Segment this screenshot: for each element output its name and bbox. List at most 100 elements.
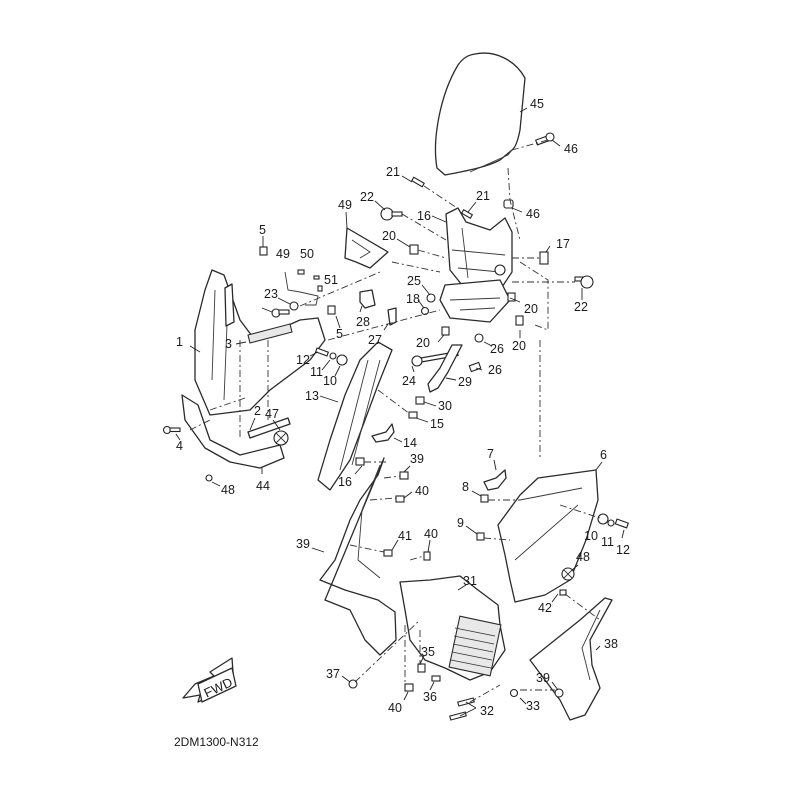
callout-9: 9	[457, 516, 464, 530]
callout-35: 37	[326, 667, 340, 681]
nut-part-26-b[interactable]	[474, 333, 484, 343]
callouts: 45 46 46 21 21 22 16 49 20 17 22 5 49 50…	[175, 97, 630, 718]
assembly-lines	[189, 139, 604, 703]
bracket-part-28[interactable]	[359, 289, 376, 309]
callout-39-a: 39	[410, 452, 424, 466]
part-14[interactable]	[371, 423, 395, 443]
callout-39-c: 40	[388, 701, 402, 715]
callout-12-right: 12	[616, 543, 630, 557]
side-cover-part-6[interactable]	[497, 469, 599, 603]
callout-12-left: 12	[296, 353, 310, 367]
windshield-part-41[interactable]	[434, 52, 526, 176]
part-49-a[interactable]	[297, 269, 305, 275]
callout-37: 39	[536, 671, 550, 685]
callout-29: 29	[458, 375, 472, 389]
callout-36: 38	[604, 637, 618, 651]
nut-part-37[interactable]	[554, 688, 564, 698]
callout-4: 4	[176, 439, 183, 453]
collar-part-23[interactable]	[289, 301, 299, 311]
cover-part-47[interactable]	[344, 227, 389, 269]
part-7[interactable]	[483, 469, 507, 491]
fastener-part-45[interactable]	[205, 474, 213, 482]
panel-part-38[interactable]	[319, 457, 397, 656]
callout-18: 17	[556, 237, 570, 251]
panel-part-13[interactable]	[317, 341, 393, 491]
nut-part-26-a[interactable]	[426, 293, 436, 303]
stay-part-29[interactable]	[427, 344, 463, 393]
clip-part-15[interactable]	[408, 411, 418, 419]
bolt-part-12-right[interactable]	[614, 518, 630, 529]
clip-part-39-c[interactable]	[404, 683, 414, 692]
callout-45: 48	[221, 483, 235, 497]
callout-14: 14	[403, 436, 417, 450]
callout-40-c: 42	[538, 601, 552, 615]
part-3[interactable]	[224, 283, 235, 327]
collar-part-10-left[interactable]	[336, 354, 348, 366]
bolt-part-21-right[interactable]	[460, 209, 474, 219]
callout-47: 49	[338, 198, 352, 212]
clip-part-40-c[interactable]	[559, 589, 567, 596]
bolt-part-19[interactable]	[420, 306, 430, 316]
part-44[interactable]	[181, 394, 285, 469]
callout-3: 3	[225, 337, 232, 351]
side-cover-part-36[interactable]	[529, 597, 613, 721]
clip-part-9[interactable]	[476, 532, 485, 541]
collar-part-11-right[interactable]	[607, 519, 615, 527]
clip-part-39-a[interactable]	[399, 471, 409, 480]
stay-bracket[interactable]	[439, 279, 511, 323]
screw-part-22-right[interactable]	[574, 275, 594, 289]
clip-part-39-b[interactable]	[423, 551, 431, 561]
inner-panel-part-31[interactable]	[399, 575, 506, 681]
grommet-part-46-left[interactable]	[273, 430, 289, 446]
clip-part-5-a[interactable]	[259, 246, 268, 256]
clip-part-20-d[interactable]	[515, 315, 524, 326]
collar-part-34-a[interactable]	[417, 663, 426, 673]
callout-2: 2	[254, 404, 261, 418]
clip-part-20-a[interactable]	[409, 244, 419, 255]
callout-22-left: 22	[360, 190, 374, 204]
clip-part-20-b[interactable]	[507, 292, 516, 302]
clip-part-18[interactable]	[539, 251, 549, 265]
part-25[interactable]	[468, 361, 482, 373]
callout-20-c: 20	[416, 336, 430, 350]
bracket-part-17[interactable]	[445, 207, 513, 301]
bolt-part-21-left[interactable]	[411, 176, 425, 188]
bracket-part-48[interactable]	[284, 271, 319, 306]
callout-23: 23	[264, 287, 278, 301]
grille	[448, 615, 502, 677]
callout-49-b: 51	[324, 273, 338, 287]
collar-part-11-left[interactable]	[329, 352, 337, 360]
grommet-part-46-right[interactable]	[561, 567, 575, 581]
clip-part-20-c[interactable]	[441, 326, 450, 336]
callout-15: 15	[430, 417, 444, 431]
screw-part-32-b[interactable]	[449, 711, 467, 721]
clip-part-40-b[interactable]	[383, 549, 393, 557]
callout-49-a: 50	[300, 247, 314, 261]
callout-8: 8	[462, 480, 469, 494]
part-50[interactable]	[313, 275, 320, 280]
nut-part-33[interactable]	[509, 688, 519, 698]
part-49-b[interactable]	[317, 285, 323, 292]
bolt-part-51[interactable]	[271, 308, 290, 318]
callout-6: 6	[600, 448, 607, 462]
callout-13: 13	[305, 389, 319, 403]
clip-part-5-b[interactable]	[327, 305, 336, 315]
rubber-strip[interactable]	[247, 323, 293, 344]
clip-part-8[interactable]	[480, 494, 489, 503]
callout-40-a: 40	[415, 484, 429, 498]
clip-part-30[interactable]	[415, 396, 425, 405]
callout-1: 1	[176, 335, 183, 349]
callout-43: 46	[564, 142, 578, 156]
nut-part-42[interactable]	[503, 199, 514, 209]
screw-part-4[interactable]	[162, 425, 181, 435]
bolt-part-12-left[interactable]	[314, 347, 330, 357]
clip-part-40-a[interactable]	[395, 495, 405, 503]
bolt-part-43[interactable]	[534, 132, 555, 146]
callout-16: 16	[338, 475, 352, 489]
callout-19: 18	[406, 292, 420, 306]
collar-part-34-b[interactable]	[431, 675, 441, 682]
clip-part-16[interactable]	[355, 457, 365, 466]
callout-31: 31	[463, 574, 477, 588]
callout-39-b: 40	[424, 527, 438, 541]
